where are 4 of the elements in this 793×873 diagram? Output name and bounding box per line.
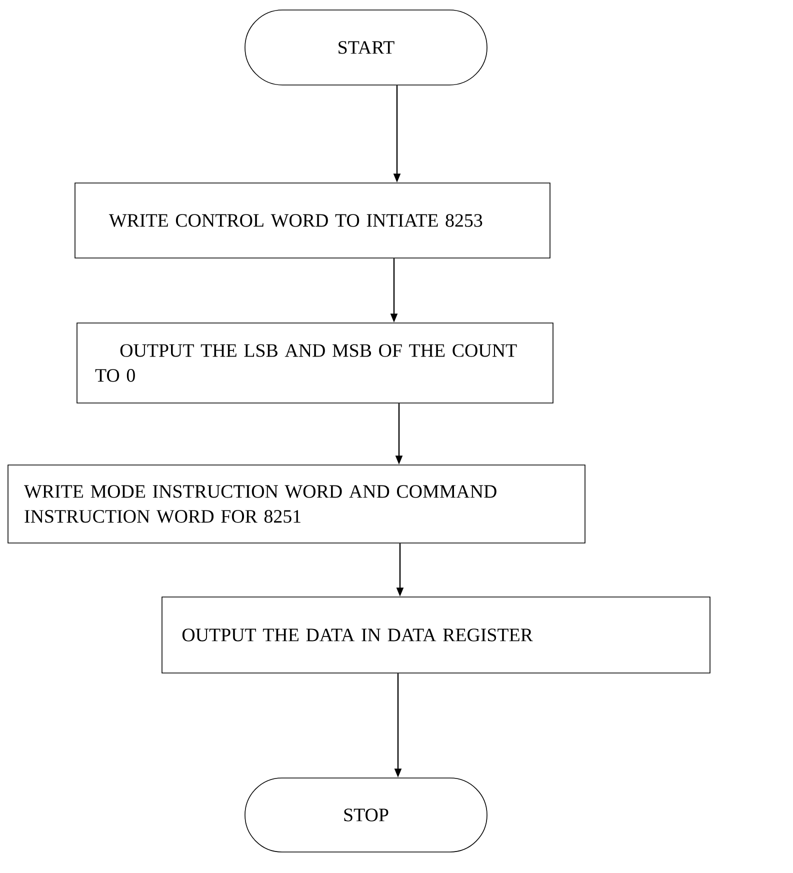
- process-box: OUTPUT THE DATA IN DATA REGISTER: [162, 596, 710, 674]
- process-box: WRITE MODE INSTRUCTION WORD AND COMMAND INSTRUCTION WORD FOR 8251: [8, 464, 586, 544]
- process-box: WRITE CONTROL WORD TO INTIATE 8253: [74, 182, 550, 258]
- process-box: OUTPUT THE LSB AND MSB OF THE COUNT TO 0: [76, 322, 554, 404]
